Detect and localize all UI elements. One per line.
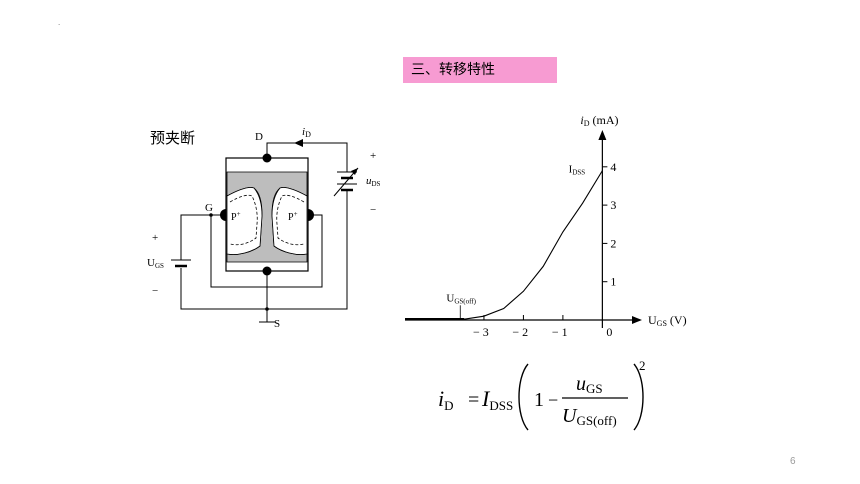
y-tick-label: 1 bbox=[610, 275, 616, 289]
current-label: iD bbox=[302, 126, 311, 139]
source-label: S bbox=[274, 318, 280, 330]
y-axis-label: iD(mA) bbox=[580, 113, 618, 128]
ugs-off-annotation: UGS(off) bbox=[446, 292, 476, 305]
section-title: 三、转移特性 bbox=[403, 57, 557, 83]
drain-label: D bbox=[255, 131, 263, 143]
pinch-off-caption: 预夹断 bbox=[150, 129, 196, 147]
gate-tie-wire bbox=[210, 214, 323, 288]
x-tick-label: − 2 bbox=[512, 325, 528, 339]
ugs-minus-sign: − bbox=[152, 285, 158, 297]
y-tick-label: 4 bbox=[610, 160, 616, 174]
jfet-circuit: D G S iD P+ P+ + uDS − + UGS − bbox=[147, 126, 381, 330]
formula-exponent: 2 bbox=[639, 358, 646, 373]
return-wire bbox=[180, 190, 348, 310]
formula-lhs: iD bbox=[438, 386, 454, 413]
depletion-border-left bbox=[229, 194, 258, 246]
ugs-label: UGS bbox=[147, 257, 164, 270]
uds-label: uDS bbox=[366, 175, 381, 188]
transfer-formula: iD = IDSS 1 − uGS UGS(off) 2 bbox=[438, 358, 646, 431]
x-axis-label: UGS(V) bbox=[648, 313, 687, 328]
y-axis-arrow-icon bbox=[598, 130, 607, 140]
variable-arrowhead-icon bbox=[351, 168, 358, 175]
gate-wire bbox=[180, 214, 226, 260]
p-region-left-shape bbox=[226, 187, 263, 255]
formula-numerator: uGS bbox=[576, 373, 603, 396]
formula-minus: − bbox=[548, 390, 558, 410]
ugs-plus-sign: + bbox=[152, 232, 158, 244]
idss-annotation: IDSS bbox=[569, 164, 586, 177]
gate-label: G bbox=[205, 202, 213, 214]
page-number: 6 bbox=[790, 456, 796, 467]
uds-plus-sign: + bbox=[370, 150, 376, 162]
formula-right-paren bbox=[633, 363, 644, 431]
transfer-curve bbox=[405, 170, 603, 321]
formula-left-paren bbox=[518, 363, 529, 431]
formula-one: 1 bbox=[534, 389, 544, 411]
formula-equals: = bbox=[468, 389, 479, 411]
transfer-characteristic-chart: − 3 − 2 − 1 0 1 2 3 4 iD(mA) UGS(V) IDSS UGS(o… bbox=[405, 113, 687, 339]
gate-node bbox=[209, 213, 213, 217]
x-axis-arrow-icon bbox=[632, 316, 642, 324]
formula-idss: IDSS bbox=[481, 386, 513, 413]
p-region-right-shape bbox=[271, 187, 308, 255]
x-tick-label: − 3 bbox=[473, 325, 489, 339]
formula-denominator: UGS(off) bbox=[562, 405, 617, 428]
x-tick-label: − 1 bbox=[552, 325, 568, 339]
depletion-border-right bbox=[276, 194, 305, 246]
corner-mark: . bbox=[58, 18, 61, 27]
p-region-right-label: P+ bbox=[288, 210, 298, 223]
source-node bbox=[265, 307, 269, 311]
y-tick-label: 2 bbox=[610, 236, 616, 250]
p-region-left-label: P+ bbox=[231, 210, 241, 223]
uds-minus-sign: − bbox=[370, 204, 376, 216]
x-tick-label: 0 bbox=[606, 325, 612, 339]
y-tick-label: 3 bbox=[610, 198, 616, 212]
current-arrow-icon bbox=[294, 139, 303, 147]
